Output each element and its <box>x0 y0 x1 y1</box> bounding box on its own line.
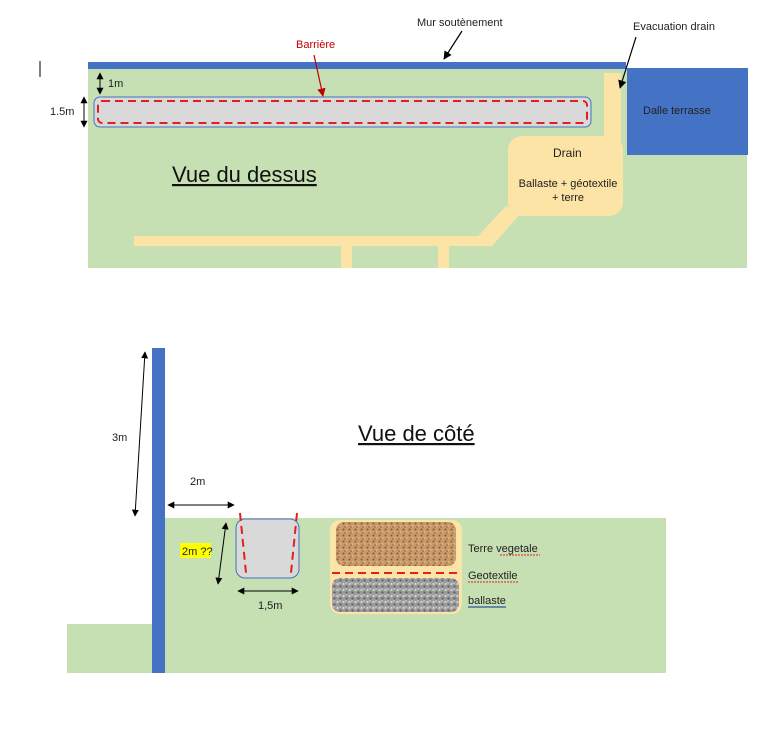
wall-pointer <box>443 30 463 60</box>
layer-terre-label: Terre vegetale <box>468 543 538 555</box>
evacuation-label: Evacuation drain <box>633 21 715 33</box>
barrier-trench <box>93 96 592 128</box>
drain-line2: + terre <box>552 192 584 204</box>
dim-width-label: 1,5m <box>258 600 282 612</box>
barrier-label: Barrière <box>296 39 335 51</box>
drain-branch-right <box>438 244 449 268</box>
drain-pipe-horizontal <box>134 236 492 246</box>
depth-highlight <box>180 543 211 558</box>
drain-branch-left <box>341 244 352 268</box>
dim-3m-arrow <box>131 351 149 517</box>
top-view: Mur soutènement Barrière Evacuation drai… <box>39 17 748 268</box>
drain-pipe-vertical <box>604 73 621 148</box>
barrier-pointer <box>313 54 326 97</box>
layer-ballaste-label: ballaste <box>468 595 506 607</box>
wall-label: Mur soutènement <box>417 17 503 29</box>
topsoil-layer <box>336 522 456 566</box>
lower-ground <box>67 624 153 673</box>
retaining-wall-top <box>88 62 626 69</box>
drain-line1: Ballaste + géotextile <box>519 178 618 190</box>
terrace-label: Dalle terrasse <box>643 105 711 117</box>
dim-1-5m-label: 1.5m <box>50 106 74 118</box>
gravel-layer <box>332 578 459 612</box>
barrier-left <box>239 512 247 574</box>
terrace-slab <box>627 68 748 155</box>
dim-depth-arrow <box>215 522 229 585</box>
drain-network <box>134 73 623 268</box>
barrier-right <box>290 512 298 574</box>
drain-box <box>508 136 623 216</box>
retaining-wall-side <box>152 348 165 673</box>
dim-2m-label: 2m <box>190 476 205 488</box>
side-view: 3m 2m 2m ?? 1,5m Vue de côté Terre veget… <box>67 348 666 673</box>
barrier-line <box>97 100 588 124</box>
dim-depth-label: 2m ?? <box>182 546 213 558</box>
top-view-title: Vue du dessus <box>172 162 317 187</box>
drain-title: Drain <box>553 146 582 160</box>
evacuation-pointer <box>618 36 637 89</box>
dim-3m-label: 3m <box>112 432 127 444</box>
trench-section <box>235 518 300 579</box>
side-view-title: Vue de côté <box>358 421 475 446</box>
dim-1m-label: 1m <box>108 78 123 90</box>
layer-geotextile-label: Geotextile <box>468 570 518 582</box>
